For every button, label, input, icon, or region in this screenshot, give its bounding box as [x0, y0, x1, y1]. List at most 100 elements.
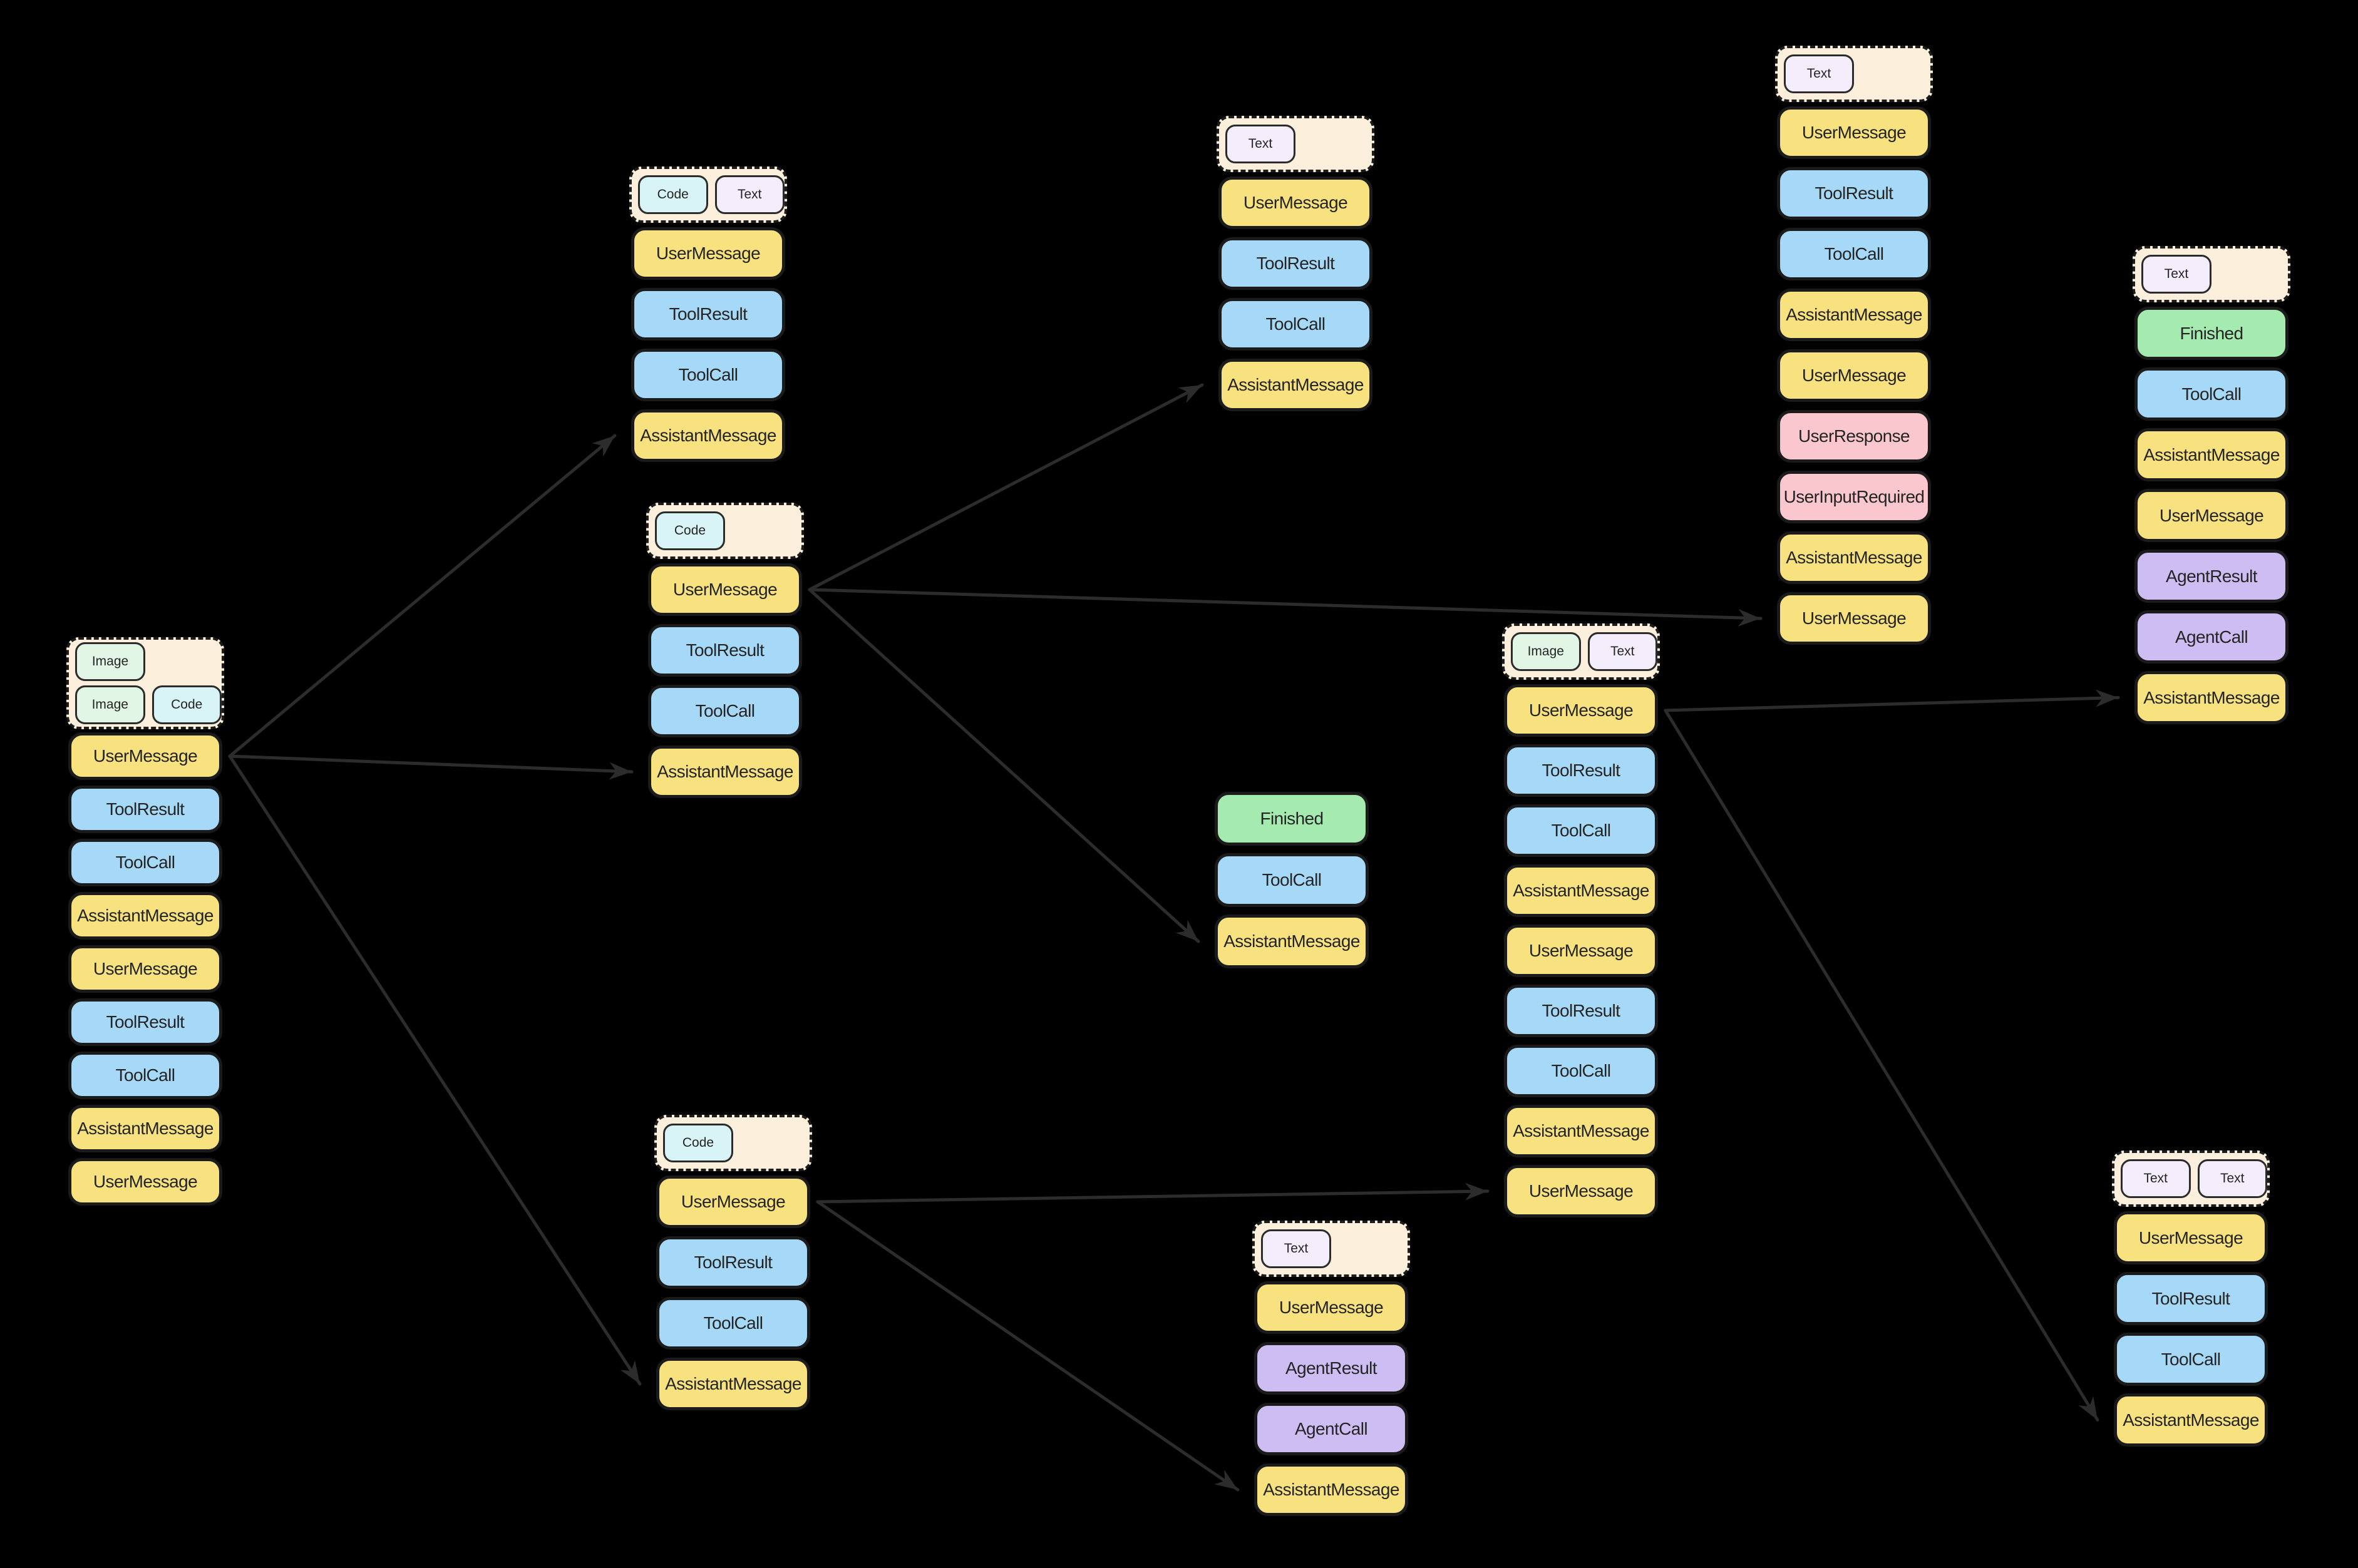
image-attachment-badge: Image — [1511, 632, 1581, 671]
edge-root-to-branch-code — [228, 754, 634, 780]
message-box-assistantmessage[interactable]: AssistantMessage — [1777, 531, 1931, 584]
message-box-toolresult[interactable]: ToolResult — [1504, 985, 1658, 1037]
message-box-usermessage[interactable]: UserMessage — [68, 945, 222, 993]
message-box-usermessage[interactable]: UserMessage — [648, 563, 802, 616]
message-box-usermessage[interactable]: UserMessage — [631, 227, 785, 280]
message-box-assistantmessage[interactable]: AssistantMessage — [648, 746, 802, 798]
message-box-usermessage[interactable]: UserMessage — [1254, 1281, 1408, 1334]
message-box-toolcall[interactable]: ToolCall — [68, 1052, 222, 1099]
message-box-usermessage[interactable]: UserMessage — [68, 732, 222, 780]
message-box-assistantmessage[interactable]: AssistantMessage — [1777, 289, 1931, 341]
attachment-badge-container: Text — [1775, 46, 1933, 102]
text-attachment-badge: Text — [2141, 255, 2211, 294]
message-box-agentcall[interactable]: AgentCall — [1254, 1403, 1408, 1455]
message-box-userinputrequired[interactable]: UserInputRequired — [1777, 471, 1931, 523]
edge-branch-code-to-branch-text-tall — [808, 588, 1763, 627]
message-box-toolcall[interactable]: ToolCall — [1218, 298, 1372, 351]
message-box-assistantmessage[interactable]: AssistantMessage — [68, 1105, 222, 1152]
message-box-usermessage[interactable]: UserMessage — [1777, 106, 1931, 159]
message-box-toolcall[interactable]: ToolCall — [1215, 853, 1369, 907]
message-box-toolresult[interactable]: ToolResult — [648, 624, 802, 677]
message-box-finished[interactable]: Finished — [1215, 792, 1369, 846]
edge-root-to-branch-code-text — [228, 434, 617, 758]
message-box-assistantmessage[interactable]: AssistantMessage — [631, 409, 785, 462]
message-box-assistantmessage[interactable]: AssistantMessage — [2114, 1393, 2268, 1447]
text-attachment-badge: Text — [1261, 1229, 1331, 1268]
message-box-usermessage[interactable]: UserMessage — [656, 1176, 810, 1228]
message-box-toolcall[interactable]: ToolCall — [1504, 1045, 1658, 1097]
message-box-toolcall[interactable]: ToolCall — [1504, 804, 1658, 857]
message-box-toolcall[interactable]: ToolCall — [656, 1297, 810, 1350]
text-attachment-badge: Text — [2197, 1159, 2267, 1198]
attachment-badge-container: Text — [1252, 1221, 1410, 1277]
message-box-usermessage[interactable]: UserMessage — [1504, 925, 1658, 977]
message-box-assistantmessage[interactable]: AssistantMessage — [1504, 1105, 1658, 1157]
message-box-toolresult[interactable]: ToolResult — [656, 1236, 810, 1289]
code-attachment-badge: Code — [663, 1124, 733, 1162]
message-box-toolresult[interactable]: ToolResult — [1777, 167, 1931, 220]
message-box-toolresult[interactable]: ToolResult — [68, 786, 222, 833]
message-box-agentcall[interactable]: AgentCall — [2134, 610, 2288, 664]
code-attachment-badge: Code — [655, 511, 725, 550]
message-box-toolcall[interactable]: ToolCall — [2134, 367, 2288, 421]
message-box-usermessage[interactable]: UserMessage — [1504, 1165, 1658, 1217]
message-box-toolresult[interactable]: ToolResult — [631, 288, 785, 341]
message-box-assistantmessage[interactable]: AssistantMessage — [1218, 359, 1372, 411]
edge-branch-image-text-to-branch-text-text — [1664, 709, 2099, 1422]
message-box-assistantmessage[interactable]: AssistantMessage — [1504, 864, 1658, 917]
message-box-assistantmessage[interactable]: AssistantMessage — [2134, 428, 2288, 481]
text-attachment-badge: Text — [1225, 125, 1295, 163]
message-box-toolresult[interactable]: ToolResult — [1504, 744, 1658, 797]
message-box-usermessage[interactable]: UserMessage — [2134, 489, 2288, 542]
image-attachment-badge: Image — [75, 642, 145, 681]
message-box-agentresult[interactable]: AgentResult — [2134, 550, 2288, 603]
message-box-usermessage[interactable]: UserMessage — [1777, 349, 1931, 402]
code-attachment-badge: Code — [638, 175, 708, 214]
edge-root-to-branch-code-bottom — [228, 754, 642, 1386]
message-box-agentresult[interactable]: AgentResult — [1254, 1342, 1408, 1395]
badge-row: Image — [75, 642, 222, 681]
message-box-usermessage[interactable]: UserMessage — [1777, 592, 1931, 645]
badge-row: Code — [663, 1124, 810, 1162]
message-box-toolcall[interactable]: ToolCall — [68, 839, 222, 886]
message-box-toolcall[interactable]: ToolCall — [1777, 228, 1931, 280]
message-box-toolcall[interactable]: ToolCall — [648, 685, 802, 737]
message-box-userresponse[interactable]: UserResponse — [1777, 410, 1931, 463]
message-box-toolresult[interactable]: ToolResult — [1218, 237, 1372, 290]
message-box-finished[interactable]: Finished — [2134, 307, 2288, 360]
text-attachment-badge: Text — [1784, 54, 1854, 93]
message-box-usermessage[interactable]: UserMessage — [1218, 177, 1372, 229]
message-box-assistantmessage[interactable]: AssistantMessage — [1215, 915, 1369, 968]
message-box-toolresult[interactable]: ToolResult — [2114, 1272, 2268, 1325]
message-box-usermessage[interactable]: UserMessage — [1504, 684, 1658, 737]
message-box-usermessage[interactable]: UserMessage — [68, 1158, 222, 1206]
message-box-assistantmessage[interactable]: AssistantMessage — [1254, 1463, 1408, 1516]
message-box-assistantmessage[interactable]: AssistantMessage — [656, 1358, 810, 1410]
message-box-toolcall[interactable]: ToolCall — [2114, 1333, 2268, 1386]
message-box-toolresult[interactable]: ToolResult — [68, 998, 222, 1046]
badge-row: Code — [655, 511, 801, 550]
message-box-assistantmessage[interactable]: AssistantMessage — [2134, 671, 2288, 724]
message-box-usermessage[interactable]: UserMessage — [2114, 1211, 2268, 1264]
edge-branch-code-bottom-to-agent-chain-bottom — [816, 1200, 1240, 1492]
message-box-assistantmessage[interactable]: AssistantMessage — [68, 892, 222, 940]
message-box-toolcall[interactable]: ToolCall — [631, 349, 785, 401]
